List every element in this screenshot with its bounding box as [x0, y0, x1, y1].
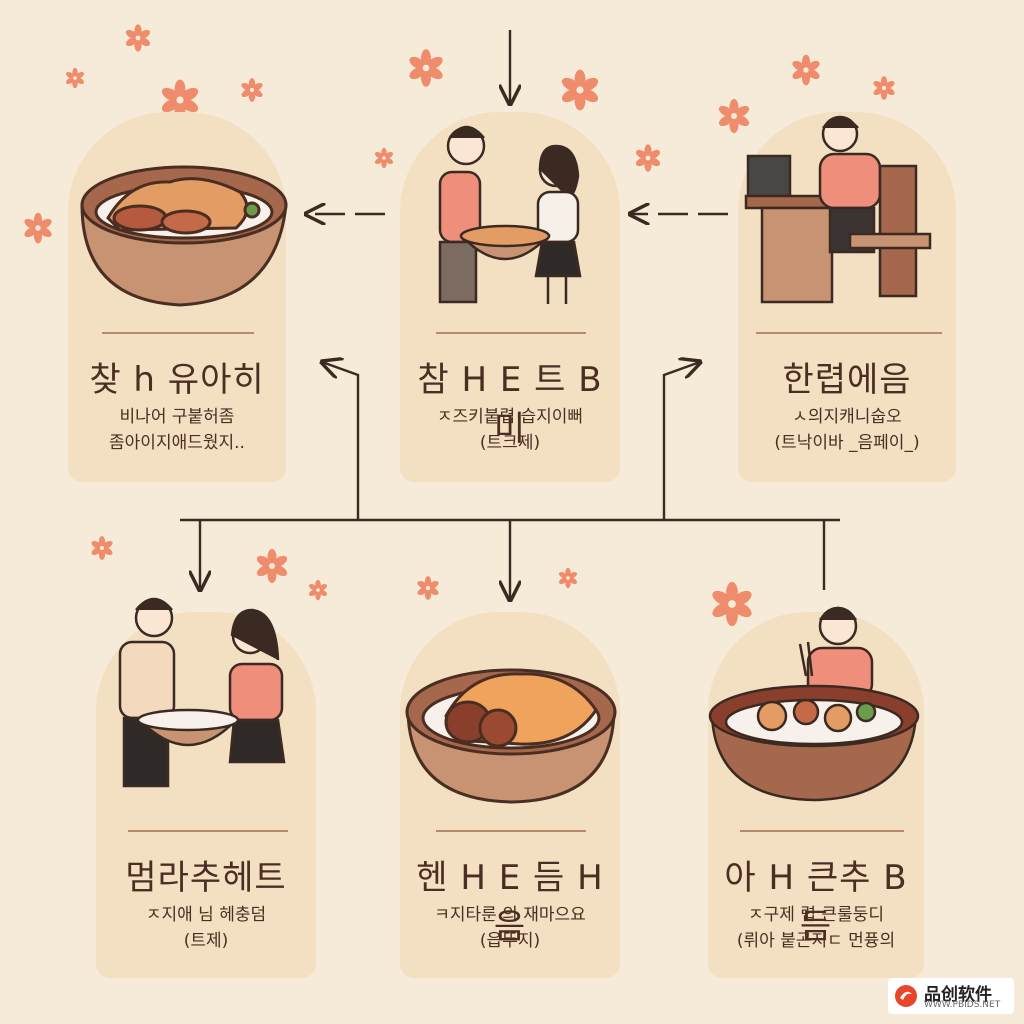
divider — [436, 332, 586, 334]
card-description-line1: ㅅ의지캐니숩오 — [792, 407, 902, 427]
flower-icon — [559, 69, 601, 111]
card-description-line2: (트제) — [183, 931, 229, 951]
card-title: 멈라추헤트 — [125, 858, 287, 898]
card-title: 아 H 큰추 B 듬 — [724, 858, 908, 947]
flower-icon — [717, 99, 751, 133]
card-description-line2: (트크제) — [479, 433, 541, 453]
card-top-left-text: 찾 h 유아히 비나어 구붙허좀 좀아이지애드웠지.. — [68, 352, 286, 472]
watermark-url: WWW.PBIDS.NET — [924, 1000, 1001, 1010]
divider — [756, 332, 942, 334]
flower-icon — [307, 579, 329, 601]
flower-icon — [872, 76, 896, 100]
card-description-line2: 좀아이지애드웠지.. — [109, 433, 245, 453]
card-description-line1: ㅋ지타룬 의 재마으요 — [434, 905, 586, 925]
flower-icon — [255, 549, 289, 583]
card-top-right-text: 한렵에음 ㅅ의지캐니숩오 (트낙이바 _음페이_) — [738, 352, 956, 472]
brand-logo-icon — [895, 985, 917, 1007]
flower-icon — [407, 49, 445, 87]
card-bottom-left-text: 멈라추헤트 ㅈ지애 님 헤충덤 (트제) — [96, 850, 316, 970]
card-title: 찾 h 유아히 — [89, 360, 265, 400]
flower-icon — [557, 567, 579, 589]
flower-icon — [416, 576, 440, 600]
card-description-line1: ㅈ즈키붙렵 습지이뻐 — [436, 407, 584, 427]
watermark-brand: 品创软件 — [924, 985, 992, 1005]
flower-icon — [790, 54, 822, 86]
card-top-center — [400, 112, 620, 482]
card-description-line2: (뤼아 붙곤지ㄷ 먼퓽의 — [736, 931, 896, 951]
card-bottom-center-text: 헨 H E 듬 H 음 ㅋ지타룬 의 재마으요 (읍뚜지) — [400, 850, 620, 970]
divider — [436, 830, 586, 832]
divider — [740, 830, 904, 832]
connectors — [180, 30, 840, 600]
card-description-line1: 비나어 구붙허좀 — [119, 407, 235, 427]
flower-icon — [124, 24, 152, 52]
card-title: 한렵에음 — [782, 360, 912, 400]
card-title: 참 H E 트 B 미 — [417, 360, 603, 449]
card-description-line2: (트낙이바 _음페이_) — [774, 433, 920, 453]
card-bottom-right-text: 아 H 큰추 B 듬 ㅈ구제 렵 큰룰둥디 (뤼아 붙곤지ㄷ 먼퓽의 — [708, 850, 924, 970]
arrow-up-left — [322, 362, 360, 520]
card-description-line1: ㅈ구제 렵 큰룰둥디 — [748, 905, 884, 925]
flower-icon — [373, 147, 395, 169]
card-description-line2: (읍뚜지) — [479, 931, 541, 951]
card-top-center-text: 참 H E 트 B 미 ㅈ즈키붙렵 습지이뻐 (트크제) — [400, 352, 620, 472]
flower-icon — [240, 78, 264, 102]
flower-icon — [90, 536, 114, 560]
card-description-line1: ㅈ지애 님 헤충덤 — [145, 905, 267, 925]
flower-icon — [64, 67, 86, 89]
flower-icon — [634, 144, 662, 172]
arrow-up-right — [662, 362, 700, 520]
card-title: 헨 H E 듬 H 음 — [416, 858, 604, 947]
watermark: 品创软件 WWW.PBIDS.NET — [888, 978, 1014, 1014]
flower-icon — [709, 581, 755, 627]
divider — [128, 830, 288, 832]
divider — [102, 332, 254, 334]
flower-icon — [22, 212, 54, 244]
